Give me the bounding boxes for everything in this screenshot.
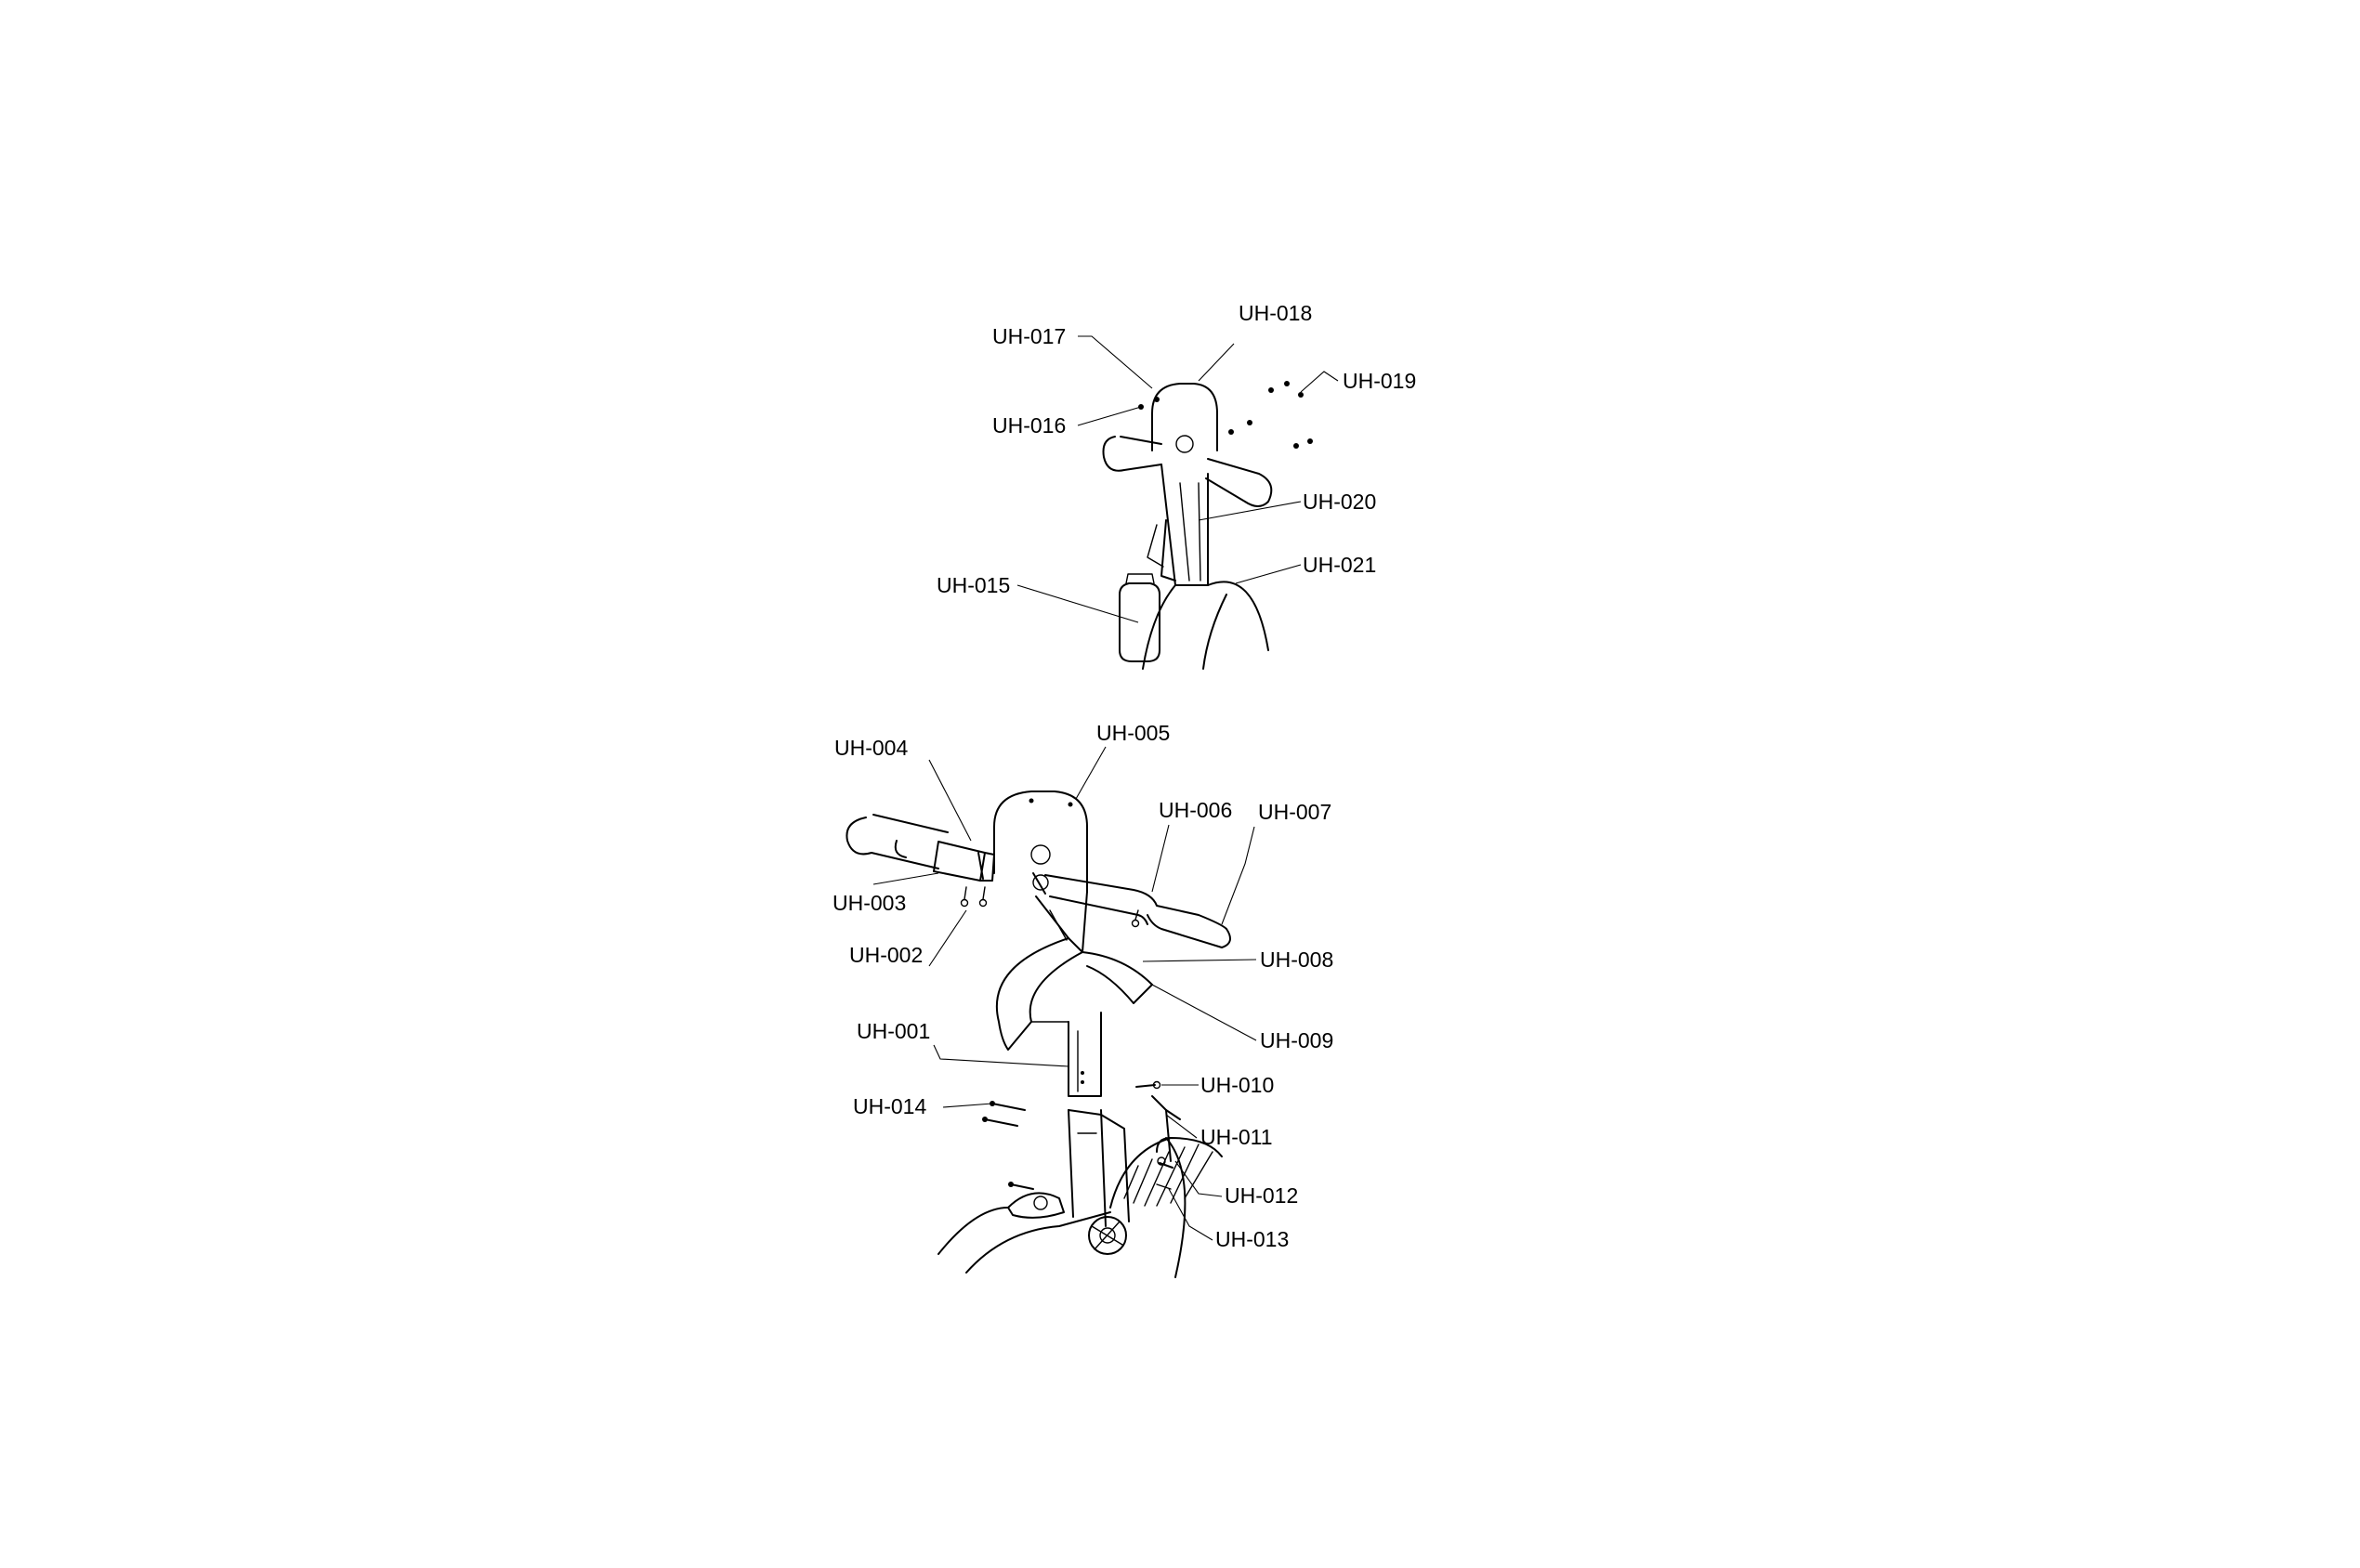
leader-uh005 [1075,746,1107,800]
callout-labels: UH-017 UH-018 UH-019 UH-016 UH-020 UH-02… [833,301,1416,1251]
label-uh007: UH-007 [1258,800,1331,824]
leader-uh014 [942,1103,993,1108]
label-uh001: UH-001 [857,1019,930,1043]
label-uh009: UH-009 [1260,1028,1333,1052]
leader-lines [872,335,1339,1241]
leader-uh012 [1174,1160,1223,1197]
label-uh021: UH-021 [1303,553,1376,577]
label-uh012: UH-012 [1225,1183,1298,1208]
leader-uh007 [1221,826,1255,925]
label-uh005: UH-005 [1096,721,1170,745]
label-uh018: UH-018 [1239,301,1312,325]
label-uh019: UH-019 [1343,369,1416,393]
leader-uh002 [928,909,967,967]
leader-uh017 [1078,335,1153,389]
label-uh016: UH-016 [992,413,1066,438]
label-uh008: UH-008 [1260,947,1333,972]
leader-uh015 [1016,584,1139,623]
leader-uh009 [1151,984,1257,1041]
leader-uh013 [1168,1188,1213,1241]
label-uh020: UH-020 [1303,490,1376,514]
leader-uh006 [1151,824,1170,893]
leader-uh019 [1300,371,1339,393]
label-uh004: UH-004 [834,736,908,760]
leader-uh020 [1198,501,1302,521]
leader-uh011 [1165,1114,1198,1139]
label-uh003: UH-003 [833,891,906,915]
label-uh014: UH-014 [853,1094,926,1118]
leader-uh016 [1077,406,1142,426]
label-uh002: UH-002 [849,943,923,967]
upper-assembly-drawing [1102,381,1313,670]
label-uh013: UH-013 [1215,1227,1289,1251]
lower-assembly-drawing [846,791,1231,1278]
label-uh017: UH-017 [992,324,1066,348]
leader-uh003 [872,872,939,885]
label-uh006: UH-006 [1159,798,1232,822]
label-uh011: UH-011 [1200,1125,1273,1149]
leader-uh018 [1198,343,1235,382]
label-uh015: UH-015 [937,573,1010,597]
leader-uh004 [928,759,972,842]
label-uh010: UH-010 [1200,1073,1274,1097]
leader-uh021 [1235,564,1302,584]
leader-uh001 [933,1044,1069,1067]
leader-uh008 [1142,959,1257,962]
